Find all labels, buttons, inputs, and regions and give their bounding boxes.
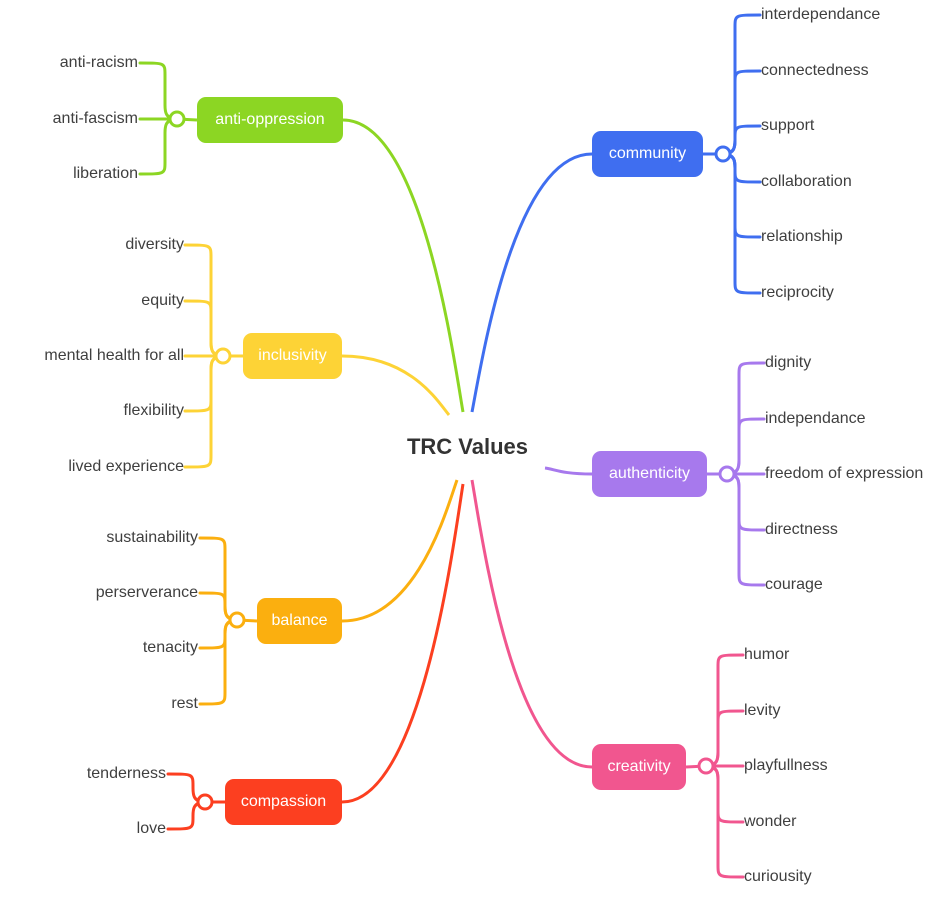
leaf-topic-anti-oppression-0[interactable]: anti-racism [59, 54, 138, 71]
leaf-topic-inclusivity-2[interactable]: mental health for all [44, 347, 184, 364]
branch-label: compassion [240, 793, 327, 810]
leaf-connector-community-1 [721, 69, 762, 156]
branch-label: balance [271, 612, 328, 629]
hub-toggle-inclusivity[interactable] [214, 347, 232, 365]
branch-connector-anti-oppression [342, 118, 465, 413]
leaf-topic-inclusivity-1[interactable]: equity [141, 292, 184, 309]
hub-toggle-compassion[interactable] [196, 793, 214, 811]
leaf-topic-authenticity-0[interactable]: dignity [765, 354, 812, 371]
branch-connector-balance [341, 479, 459, 623]
branch-label: authenticity [609, 465, 690, 482]
branch-connector-authenticity [544, 466, 593, 476]
leaf-connector-community-5 [721, 152, 762, 295]
leaf-topic-balance-0[interactable]: sustainability [106, 529, 198, 546]
leaf-topic-creativity-4[interactable]: curiousity [744, 868, 812, 885]
branch-topic-anti-oppression[interactable]: anti-oppression [197, 97, 343, 143]
leaf-topic-community-0[interactable]: interdependance [761, 6, 881, 23]
leaf-topic-community-4[interactable]: relationship [761, 228, 843, 245]
leaf-connector-anti-oppression-0 [138, 61, 179, 121]
leaf-topic-authenticity-1[interactable]: independance [765, 410, 866, 427]
leaf-topic-inclusivity-0[interactable]: diversity [125, 236, 184, 253]
leaf-connector-community-4 [721, 152, 762, 239]
leaf-topic-community-5[interactable]: reciprocity [761, 284, 834, 301]
leaf-topic-authenticity-4[interactable]: courage [765, 576, 823, 593]
leaf-topic-creativity-3[interactable]: wonder [744, 813, 797, 830]
leaf-topic-inclusivity-4[interactable]: lived experience [68, 458, 184, 475]
leaf-connector-balance-3 [198, 618, 239, 706]
hub-toggle-authenticity[interactable] [718, 465, 736, 483]
leaf-topic-compassion-1[interactable]: love [136, 820, 166, 837]
leaf-topic-creativity-2[interactable]: playfullness [744, 757, 828, 774]
branch-topic-inclusivity[interactable]: inclusivity [243, 333, 342, 379]
leaf-topic-compassion-0[interactable]: tenderness [86, 765, 166, 782]
leaf-topic-creativity-0[interactable]: humor [744, 646, 790, 663]
branch-connector-creativity [470, 479, 593, 769]
root-topic[interactable]: TRC Values [406, 434, 529, 459]
leaf-connector-creativity-3 [704, 764, 745, 824]
leaf-connector-creativity-1 [704, 709, 745, 768]
branch-topic-compassion[interactable]: compassion [225, 779, 342, 825]
hub-toggle-balance[interactable] [228, 611, 246, 629]
leaf-connector-authenticity-3 [725, 472, 766, 532]
branch-topic-authenticity[interactable]: authenticity [592, 451, 707, 497]
leaf-topic-anti-oppression-2[interactable]: liberation [73, 165, 138, 182]
hub-toggle-community[interactable] [714, 145, 732, 163]
branch-topic-creativity[interactable]: creativity [592, 744, 686, 790]
leaf-connector-inclusivity-3 [183, 354, 225, 413]
leaf-connector-inclusivity-1 [183, 299, 225, 358]
leaf-topic-balance-3[interactable]: rest [171, 695, 198, 712]
leaf-topic-creativity-1[interactable]: levity [744, 702, 781, 719]
hub-toggle-anti-oppression[interactable] [168, 110, 186, 128]
leaf-connector-community-0 [721, 13, 762, 156]
branch-connector-compassion [341, 483, 465, 804]
branch-label: anti-oppression [215, 111, 325, 128]
leaf-topic-authenticity-2[interactable]: freedom of expression [765, 465, 924, 482]
leaf-connector-anti-oppression-2 [138, 117, 179, 176]
branch-topic-community[interactable]: community [592, 131, 703, 177]
branch-connector-inclusivity [341, 354, 451, 416]
leaf-connector-balance-0 [198, 536, 239, 622]
leaf-topic-inclusivity-3[interactable]: flexibility [123, 402, 184, 419]
branch-connector-community [470, 152, 593, 413]
leaf-topic-balance-2[interactable]: tenacity [142, 639, 198, 656]
leaf-topic-authenticity-3[interactable]: directness [765, 521, 838, 538]
branch-label: inclusivity [258, 347, 327, 364]
branch-label: community [608, 145, 687, 162]
leaf-topic-anti-oppression-1[interactable]: anti-fascism [52, 110, 138, 127]
leaf-connector-authenticity-1 [725, 417, 766, 476]
branch-label: creativity [607, 758, 671, 775]
leaf-topic-community-2[interactable]: support [761, 117, 815, 134]
leaf-topic-balance-1[interactable]: perserverance [95, 584, 198, 601]
leaf-topic-community-1[interactable]: connectedness [761, 62, 869, 79]
leaf-topic-community-3[interactable]: collaboration [761, 173, 852, 190]
branch-topic-balance[interactable]: balance [257, 598, 342, 644]
hub-toggle-creativity[interactable] [697, 757, 715, 775]
